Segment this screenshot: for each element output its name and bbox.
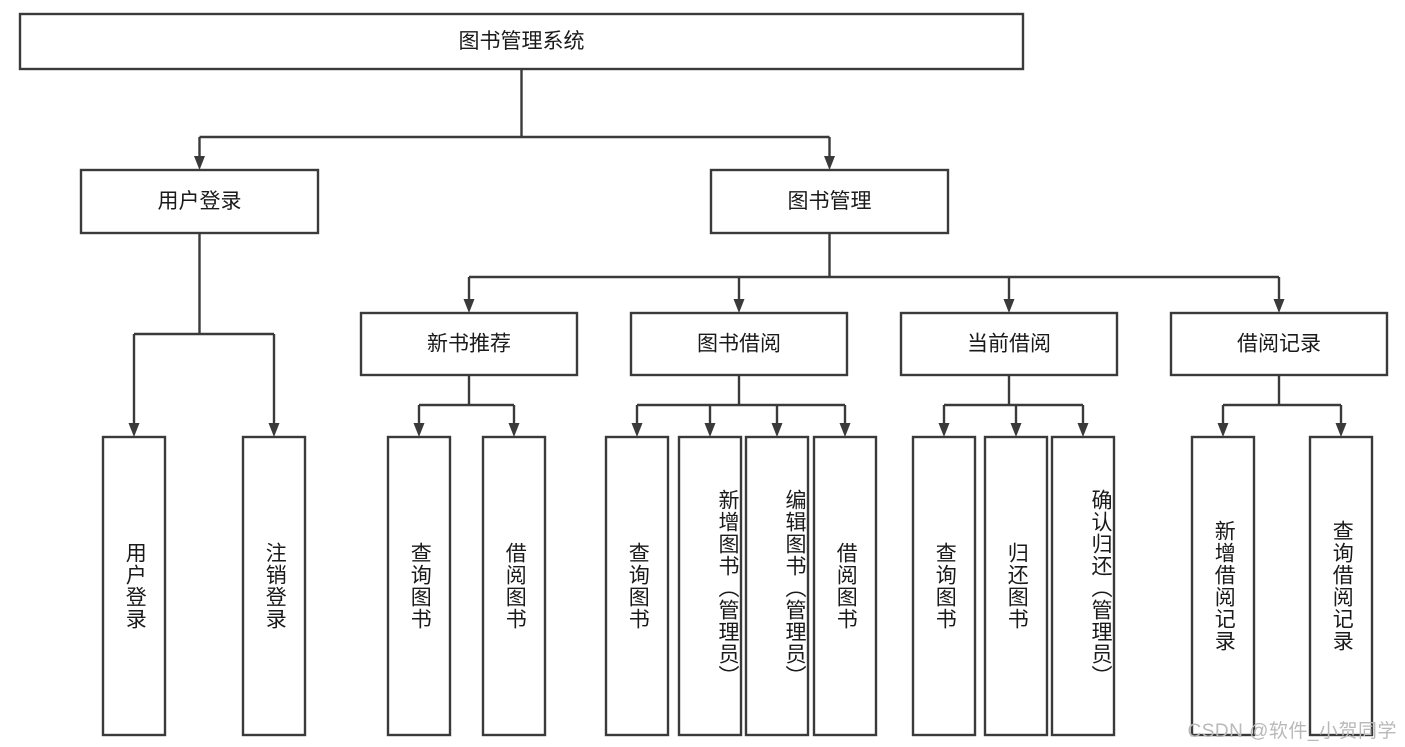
arrow-head-icon xyxy=(771,423,783,437)
arrow-head-icon xyxy=(1003,299,1015,313)
edge-group-root xyxy=(194,69,835,170)
node-new-book-recommend[interactable]: 新书推荐 xyxy=(359,311,579,377)
node-box-book-management xyxy=(709,168,950,235)
csdn-watermark: CSDN @软件_小贺同学 xyxy=(1187,721,1397,742)
node-label-user-login: 用户登录 xyxy=(158,190,242,213)
node-leaf-borrow-book[interactable] xyxy=(812,435,878,737)
node-leaf-confirm-return[interactable] xyxy=(1050,435,1116,737)
node-box-borrow-record xyxy=(1169,311,1389,377)
node-book-borrow[interactable]: 图书借阅 xyxy=(629,311,849,377)
arrow-head-icon xyxy=(938,423,950,437)
arrow-head-icon xyxy=(733,299,745,313)
node-box-leaf-add-book xyxy=(677,435,743,737)
node-box-leaf-edit-book xyxy=(744,435,810,737)
arrow-head-icon xyxy=(1217,423,1229,437)
node-user-login[interactable]: 用户登录 xyxy=(79,168,320,235)
node-leaf-query-book-current[interactable] xyxy=(911,435,977,737)
node-leaf-add-book[interactable] xyxy=(677,435,743,737)
node-leaf-user-login[interactable] xyxy=(101,435,167,737)
connectors-layer xyxy=(128,69,1347,437)
node-book-management[interactable]: 图书管理 xyxy=(709,168,950,235)
node-box-leaf-query-book xyxy=(604,435,670,737)
arrow-head-icon xyxy=(1010,423,1022,437)
node-leaf-borrow-book-new[interactable] xyxy=(481,435,547,737)
node-box-leaf-query-book-current xyxy=(911,435,977,737)
arrow-head-icon xyxy=(839,423,851,437)
node-box-leaf-user-logout xyxy=(241,435,307,737)
node-box-current-borrow xyxy=(899,311,1119,377)
node-box-leaf-borrow-book-new xyxy=(481,435,547,737)
arrow-head-icon xyxy=(128,423,140,437)
node-root[interactable]: 图书管理系统 xyxy=(18,12,1025,71)
arrow-head-icon xyxy=(463,299,475,313)
arrow-head-icon xyxy=(1335,423,1347,437)
node-box-leaf-return-book xyxy=(983,435,1049,737)
node-box-book-borrow xyxy=(629,311,849,377)
arrow-head-icon xyxy=(1273,299,1285,313)
node-label-borrow-record: 借阅记录 xyxy=(1237,333,1321,356)
edge-group-book-management xyxy=(463,233,1285,313)
node-box-leaf-query-borrow-record xyxy=(1308,435,1374,737)
node-label-book-borrow: 图书借阅 xyxy=(697,333,781,356)
node-box-leaf-confirm-return xyxy=(1050,435,1116,737)
node-box-user-login xyxy=(79,168,320,235)
edge-group-new-book-recommend xyxy=(413,375,520,437)
edge-group-current-borrow xyxy=(938,375,1089,437)
node-current-borrow[interactable]: 当前借阅 xyxy=(899,311,1119,377)
arrow-head-icon xyxy=(1077,423,1089,437)
node-label-book-management: 图书管理 xyxy=(788,190,872,213)
node-box-leaf-borrow-book xyxy=(812,435,878,737)
edge-group-book-borrow xyxy=(631,375,851,437)
node-box-leaf-query-book-new xyxy=(386,435,452,737)
node-label-new-book-recommend: 新书推荐 xyxy=(427,333,511,356)
node-leaf-query-book-new[interactable] xyxy=(386,435,452,737)
node-leaf-query-borrow-record[interactable] xyxy=(1308,435,1374,737)
node-leaf-return-book[interactable] xyxy=(983,435,1049,737)
node-leaf-query-book[interactable] xyxy=(604,435,670,737)
arrow-head-icon xyxy=(413,423,425,437)
node-borrow-record[interactable]: 借阅记录 xyxy=(1169,311,1389,377)
node-label-current-borrow: 当前借阅 xyxy=(967,333,1051,356)
node-box-new-book-recommend xyxy=(359,311,579,377)
node-box-leaf-add-borrow-record xyxy=(1190,435,1256,737)
arrow-head-icon xyxy=(194,156,205,170)
node-box-leaf-user-login xyxy=(101,435,167,737)
arrow-head-icon xyxy=(631,423,643,437)
node-box-root xyxy=(18,12,1025,71)
arrow-head-icon xyxy=(824,156,835,170)
node-leaf-user-logout[interactable] xyxy=(241,435,307,737)
edge-group-user-login xyxy=(128,233,280,437)
node-label-root: 图书管理系统 xyxy=(459,30,585,53)
arrow-head-icon xyxy=(268,423,280,437)
edge-group-borrow-record xyxy=(1217,375,1347,437)
arrow-head-icon xyxy=(508,423,520,437)
node-leaf-edit-book[interactable] xyxy=(744,435,810,737)
node-leaf-add-borrow-record[interactable] xyxy=(1190,435,1256,737)
arrow-head-icon xyxy=(704,423,716,437)
